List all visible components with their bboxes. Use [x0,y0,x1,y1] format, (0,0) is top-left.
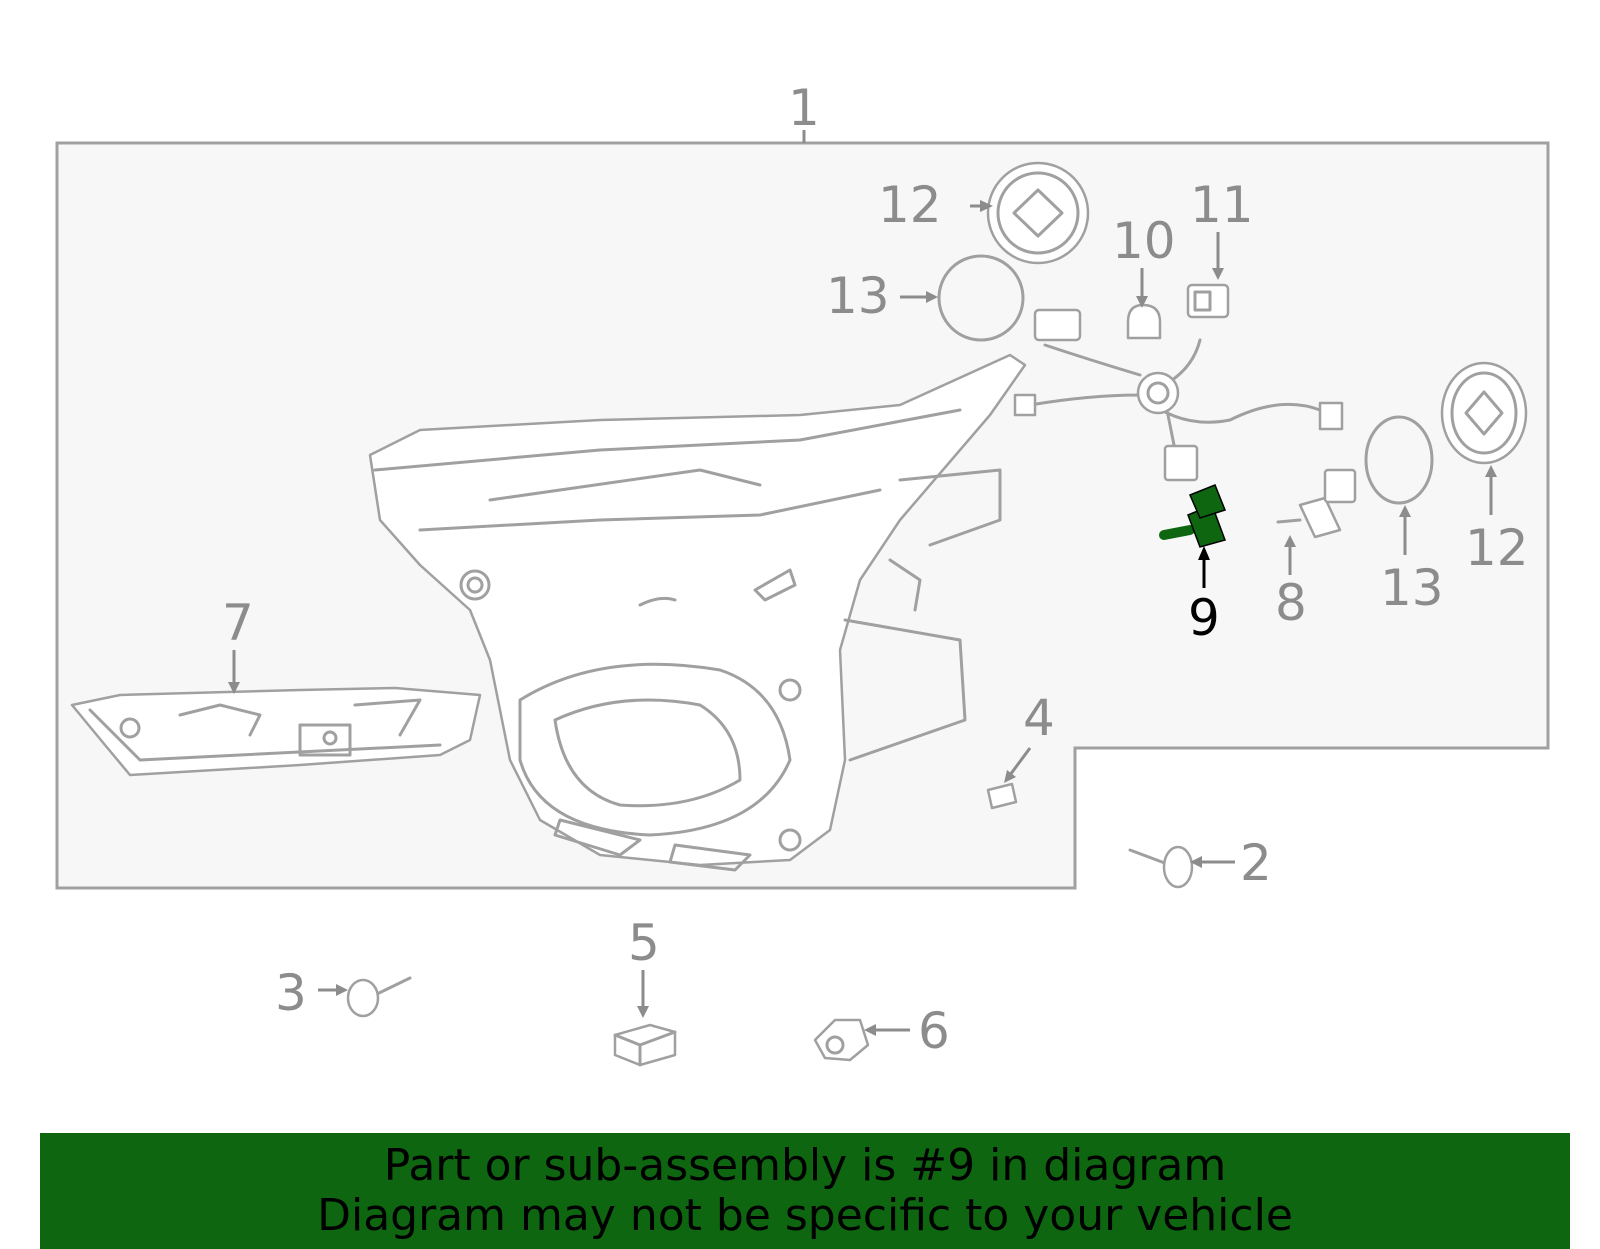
part-10-bulb [1126,303,1162,340]
callout-5: 5 [628,914,660,972]
banner-line-2: Diagram may not be specific to your vehi… [317,1190,1293,1241]
wiring-harness [1013,308,1344,482]
part-13-seal-lower [1364,415,1434,505]
part-2-bolt [1128,845,1194,889]
callout-3: 3 [275,964,307,1022]
part-12-cap-upper [986,161,1090,265]
part-7-bracket [70,686,482,777]
part-13-seal-upper [937,254,1025,342]
callout-9-highlighted: 9 [1188,589,1220,647]
callout-13-lower: 13 [1380,559,1444,617]
callout-7: 7 [222,594,254,652]
banner-line-1: Part or sub-assembly is #9 in diagram [383,1140,1227,1191]
callout-2: 2 [1240,834,1272,892]
part-8-bulb [1276,468,1357,539]
callout-12-lower: 12 [1465,519,1529,577]
callout-1: 1 [788,79,820,137]
leader-arrows [228,200,1497,1036]
callout-11: 11 [1190,176,1254,234]
callout-8: 8 [1275,574,1307,632]
headlamp-housing [368,353,1027,872]
part-3-bolt [346,976,412,1018]
part-4-clip [986,782,1018,810]
part-12-cap-lower [1440,361,1528,465]
part-5-nut [613,1023,677,1067]
callout-6: 6 [918,1002,950,1060]
callout-10: 10 [1112,212,1176,270]
info-banner: Part or sub-assembly is #9 in diagram Di… [40,1133,1570,1249]
callout-12-upper: 12 [878,176,942,234]
part-11-socket [1186,283,1230,319]
part-6-nut [813,1018,870,1062]
callout-4: 4 [1023,689,1055,747]
callout-13-upper: 13 [826,267,890,325]
part-9-highlighted-bulb[interactable] [1159,484,1226,548]
